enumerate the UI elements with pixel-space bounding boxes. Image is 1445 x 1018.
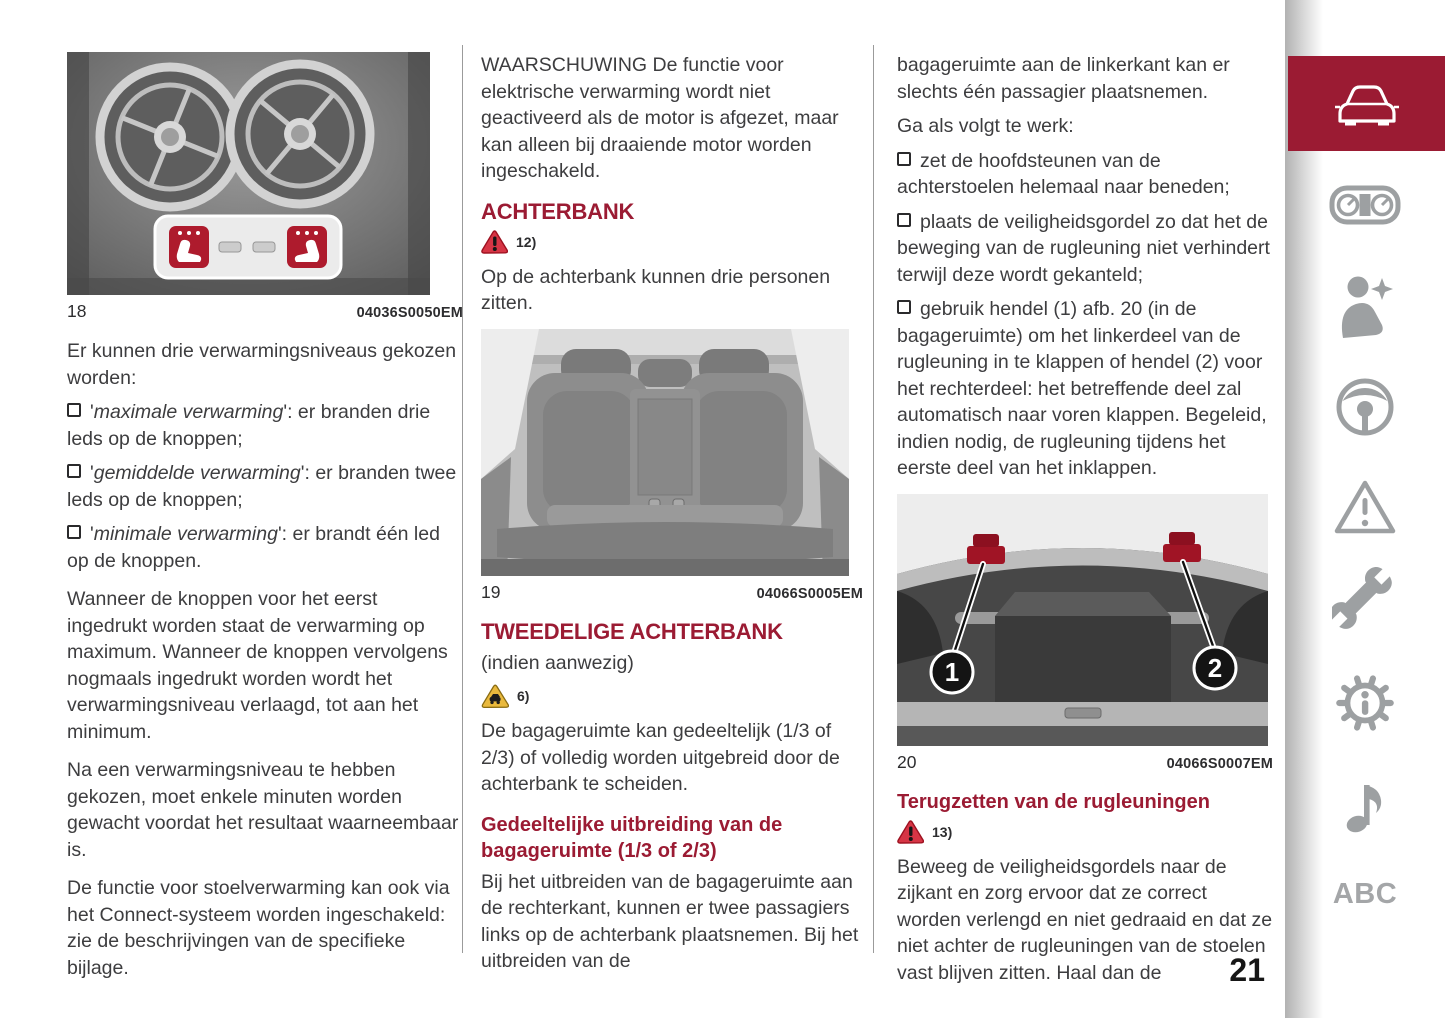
column-divider-right	[873, 45, 874, 953]
square-bullet-icon	[67, 525, 81, 539]
bullet-text: zet de hoofdsteunen van de achterstoelen…	[897, 149, 1230, 199]
figure-number: 20	[897, 751, 917, 772]
paragraph: Na een verwarmingsniveau te hebben gekoz…	[67, 759, 459, 861]
bullet-text: ': er branden twee leds op de knoppen;	[67, 462, 457, 511]
rear-vents-illustration	[67, 52, 430, 295]
figure-code: 04066S0005EM	[756, 585, 863, 602]
caution-reference: 6)	[517, 688, 530, 704]
bullet-item: plaats de veiligheidsgordel zo dat het d…	[897, 209, 1273, 289]
wrench-icon	[1332, 567, 1392, 629]
bullet-text: '	[90, 523, 94, 545]
figure-number: 19	[481, 581, 501, 602]
sidebar-tab-technical-info[interactable]	[1285, 668, 1445, 738]
paragraph: Wanneer de knoppen voor het eerst ingedr…	[67, 588, 448, 743]
warning-reference: 13)	[932, 823, 953, 840]
bullet-term: maximale verwarming	[93, 401, 284, 423]
sidebar-tab-driving[interactable]	[1285, 376, 1445, 438]
figure-code: 04036S0050EM	[356, 305, 463, 321]
bullet-text: plaats de veiligheidsgordel zo dat het d…	[897, 210, 1270, 286]
release-lever-right	[1163, 531, 1201, 562]
release-lever-left	[967, 533, 1005, 564]
square-bullet-icon	[897, 151, 911, 166]
bullet-item: 'gemiddelde verwarming': er branden twee…	[67, 460, 463, 513]
rear-bench-illustration	[481, 328, 849, 576]
bullet-item: gebruik hendel (1) afb. 20 (in de bagage…	[897, 296, 1273, 482]
warning-paragraph: WAARSCHUWING De functie voor elektrische…	[481, 54, 839, 182]
figure-19-caption: 19 04066S0005EM	[481, 582, 863, 603]
paragraph: De functie voor stoelverwarming kan ook …	[67, 877, 450, 979]
sidebar-tab-vehicle-active[interactable]	[1288, 56, 1445, 151]
sidebar-tab-safety[interactable]	[1285, 272, 1445, 338]
music-note-icon	[1346, 785, 1382, 833]
paragraph: Bij het uitbreiden van de bagageruimte a…	[481, 870, 859, 973]
subsection-heading: Terugzetten van de rugleuningen	[897, 790, 1210, 813]
chapter-sidebar: ABC	[1285, 0, 1445, 1018]
bullet-item: zet de hoofdsteunen van de achterstoelen…	[897, 148, 1273, 201]
warning-reference-row: 12)	[481, 229, 863, 254]
left-column: 18 04036S0050EM Er kunnen drie verwarmin…	[67, 52, 463, 993]
sidebar-tab-emergency[interactable]	[1285, 478, 1445, 538]
airbag-icon	[1341, 276, 1393, 338]
seat-heating-panel	[153, 214, 343, 280]
figure-18-caption: 18 04036S0050EM	[67, 301, 463, 322]
page-edge-shadow	[1285, 0, 1323, 1018]
square-bullet-icon	[67, 464, 81, 478]
square-bullet-icon	[897, 300, 911, 314]
bullet-text: ': er brandt één led op de knoppen.	[67, 523, 440, 572]
paragraph: Op de achterbank kunnen drie personen zi…	[481, 265, 831, 315]
steering-wheel-icon	[1336, 378, 1394, 436]
caution-reference-row: 6)	[481, 684, 863, 708]
callout-number: 2	[1208, 653, 1222, 683]
instrument-cluster-icon	[1329, 185, 1401, 225]
paragraph: Beweeg de veiligheidsgordels naar de zij…	[897, 855, 1273, 984]
sidebar-tab-multimedia[interactable]	[1285, 772, 1445, 836]
warning-reference: 12)	[516, 233, 537, 250]
warning-reference-row: 13)	[897, 819, 1273, 844]
bullet-text: ': er branden drie leds op de knoppen;	[67, 401, 431, 450]
gear-info-icon	[1336, 675, 1394, 731]
figure-18-rear-vents	[67, 52, 463, 295]
bullet-text: '	[90, 462, 94, 484]
bullet-text: '	[90, 401, 94, 423]
sidebar-tab-index[interactable]: ABC	[1332, 878, 1398, 910]
middle-column: WAARSCHUWING De functie voor elektrische…	[481, 52, 863, 987]
section-heading: ACHTERBANK	[481, 198, 635, 224]
car-front-icon	[1334, 84, 1399, 125]
figure-20-boot-levers: 1 2	[897, 493, 1273, 746]
figure-19-rear-bench	[481, 328, 863, 576]
red-warning-triangle-icon	[481, 229, 508, 254]
section-heading: TWEEDELIGE ACHTERBANK	[481, 618, 783, 644]
callout-2: 2	[1192, 645, 1238, 690]
paragraph: (indien aanwezig)	[481, 651, 634, 674]
bullet-term: gemiddelde verwarming	[93, 462, 301, 484]
warning-triangle-icon	[1334, 480, 1396, 534]
square-bullet-icon	[897, 212, 911, 227]
bullet-term: minimale verwarming	[93, 523, 278, 545]
sidebar-tab-maintenance[interactable]	[1285, 566, 1445, 632]
bullet-item: 'maximale verwarming': er branden drie l…	[67, 399, 463, 452]
right-column: bagageruimte aan de linkerkant kan er sl…	[897, 52, 1273, 998]
paragraph: Er kunnen drie verwarmingsniveaus gekoze…	[67, 340, 457, 389]
page-number: 21	[1229, 952, 1265, 988]
figure-code: 04066S0007EM	[1166, 755, 1273, 772]
figure-number: 18	[67, 301, 87, 321]
bullet-item: 'minimale verwarming': er brandt één led…	[67, 521, 463, 574]
paragraph: bagageruimte aan de linkerkant kan er sl…	[897, 54, 1230, 103]
figure-20-caption: 20 04066S0007EM	[897, 752, 1273, 773]
sidebar-tab-dashboard[interactable]	[1285, 181, 1445, 229]
column-divider-left	[462, 45, 463, 953]
yellow-caution-triangle-icon	[481, 684, 509, 708]
callout-number: 1	[945, 657, 959, 687]
square-bullet-icon	[67, 403, 81, 417]
callout-1: 1	[929, 649, 975, 694]
boot-levers-illustration: 1 2	[897, 493, 1268, 746]
paragraph: Ga als volgt te werk:	[897, 115, 1074, 137]
red-warning-triangle-icon	[897, 819, 924, 844]
bullet-text: gebruik hendel (1) afb. 20 (in de bagage…	[897, 298, 1267, 479]
paragraph: De bagageruimte kan gedeeltelijk (1/3 of…	[481, 720, 840, 795]
subsection-heading: Gedeeltelijke uitbreiding van de bagager…	[481, 813, 783, 862]
